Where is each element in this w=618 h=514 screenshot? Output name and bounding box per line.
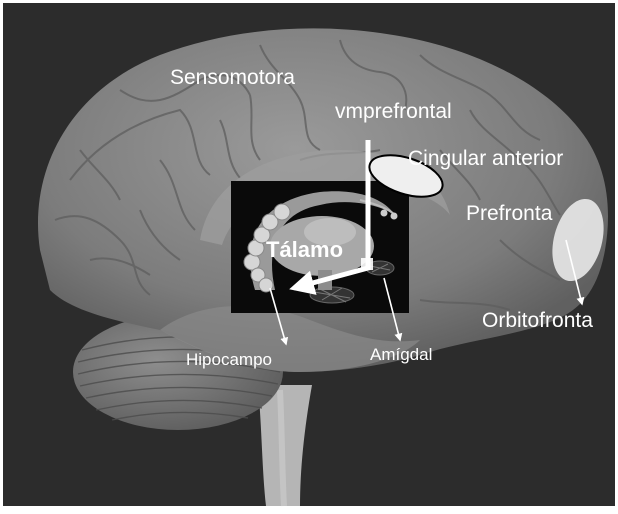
- brain-stem-highlight: [280, 390, 284, 506]
- label-talamo: Tálamo: [266, 237, 343, 262]
- label-amigdala: Amígdal: [370, 345, 432, 364]
- label-prefrontal: Prefronta: [466, 202, 553, 225]
- label-hipocampo: Hipocampo: [186, 350, 272, 369]
- label-vmprefrontal: vmprefrontal: [335, 100, 452, 123]
- vmprefrontal-arrow-joint: [361, 258, 373, 270]
- label-cingular-anterior: Cingular anterior: [408, 147, 563, 170]
- label-orbitofrontal: Orbitofronta: [482, 309, 593, 332]
- label-sensomotora: Sensomotora: [170, 66, 295, 89]
